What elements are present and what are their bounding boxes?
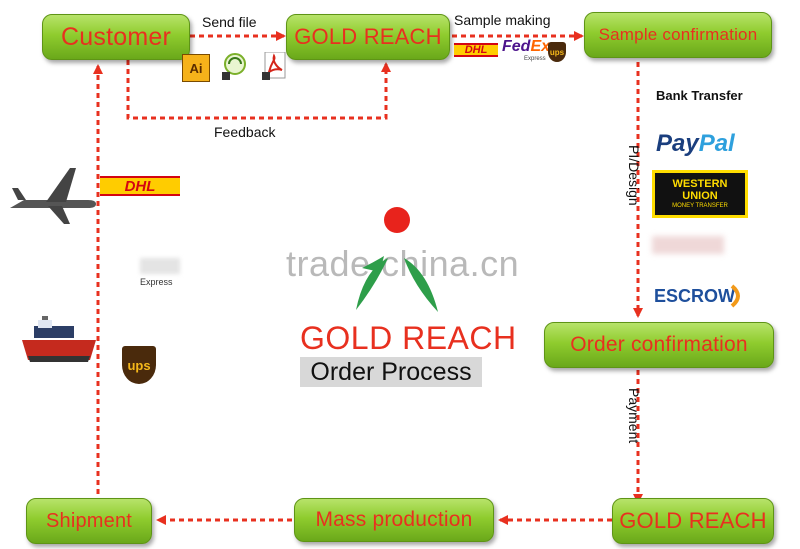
brand-title: GOLD REACH bbox=[300, 320, 517, 356]
ups-logo-top: ups bbox=[548, 42, 566, 62]
edge-label-pi-design: PI/Design bbox=[626, 145, 642, 206]
illustrator-file-icon-label: Ai bbox=[189, 60, 203, 76]
node-order-confirmation: Order confirmation bbox=[544, 322, 774, 368]
ups-logo-left-label: ups bbox=[127, 357, 151, 373]
express-logo-label: Express bbox=[140, 277, 173, 287]
western-union-line2: UNION bbox=[682, 190, 718, 202]
edge-label-send-file: Send file bbox=[202, 14, 257, 30]
watermark: trade.china.cn bbox=[286, 243, 520, 284]
edge-label-sample-making: Sample making bbox=[454, 12, 551, 28]
paypal-logo-pay: Pay bbox=[656, 130, 699, 157]
fedex-logo: FedEx. bbox=[502, 38, 554, 56]
cargo-ship-icon bbox=[20, 310, 98, 370]
node-gold-reach-bottom-label: GOLD REACH bbox=[619, 508, 767, 533]
escrow-swoosh-icon bbox=[730, 284, 744, 308]
paypal-logo: PayPal bbox=[656, 130, 735, 158]
node-shipment: Shipment bbox=[26, 498, 152, 544]
paypal-logo-pal: Pal bbox=[698, 130, 735, 157]
fedex-express-sub: Express bbox=[524, 56, 546, 62]
node-shipment-label: Shipment bbox=[45, 509, 133, 532]
western-union-line3: MONEY TRANSFER bbox=[672, 203, 728, 209]
edge-label-feedback: Feedback bbox=[214, 124, 276, 140]
arrow-feedback bbox=[126, 60, 391, 120]
node-gold-reach-top: GOLD REACH bbox=[286, 14, 450, 60]
dhl-logo-top-label: DHL bbox=[464, 44, 488, 56]
bank-transfer-label: Bank Transfer bbox=[656, 88, 743, 103]
node-customer: Customer bbox=[42, 14, 190, 60]
western-union-logo: WESTERN UNION MONEY TRANSFER bbox=[652, 170, 748, 218]
blurred-payment-logo bbox=[652, 236, 724, 254]
fedex-logo-fed: Fed bbox=[502, 38, 531, 55]
ups-logo-left: ups bbox=[122, 346, 156, 384]
node-sample-confirmation-label: Sample confirmation bbox=[598, 25, 758, 44]
dhl-logo-top: DHL bbox=[454, 43, 498, 57]
pdf-file-icon bbox=[262, 51, 288, 80]
node-gold-reach-top-label: GOLD REACH bbox=[294, 24, 442, 49]
airplane-icon bbox=[8, 160, 98, 226]
edge-label-payment: Payment bbox=[626, 388, 642, 444]
western-union-line1: WESTERN bbox=[672, 178, 728, 190]
node-mass-production: Mass production bbox=[294, 498, 494, 542]
node-customer-label: Customer bbox=[61, 22, 171, 51]
brand-subtitle: Order Process bbox=[300, 357, 482, 387]
dhl-logo-left: DHL bbox=[100, 176, 180, 196]
node-order-confirmation-label: Order confirmation bbox=[570, 333, 748, 356]
express-logo-blurred bbox=[140, 258, 180, 274]
gold-reach-logo-icon bbox=[340, 200, 440, 320]
node-gold-reach-bottom: GOLD REACH bbox=[612, 498, 774, 544]
ups-logo-top-label: ups bbox=[549, 47, 565, 57]
node-mass-production-label: Mass production bbox=[315, 508, 473, 531]
coreldraw-file-icon bbox=[222, 52, 248, 80]
illustrator-file-icon: Ai bbox=[182, 54, 210, 82]
escrow-logo: ESCROW bbox=[654, 286, 735, 306]
dhl-logo-left-label: DHL bbox=[124, 177, 156, 195]
node-sample-confirmation: Sample confirmation bbox=[584, 12, 772, 58]
